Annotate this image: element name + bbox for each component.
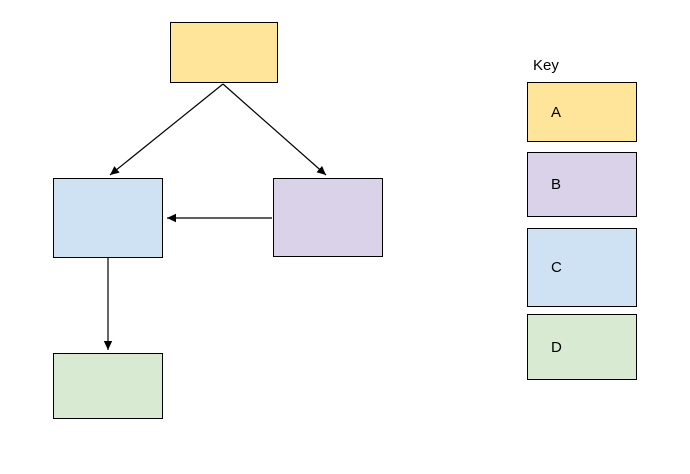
key-item-c-label: C bbox=[551, 259, 562, 276]
key-title: Key bbox=[533, 57, 559, 74]
diagram-node-d bbox=[53, 353, 163, 419]
key-item-b-label: B bbox=[551, 176, 562, 193]
diagram-node-c bbox=[53, 178, 163, 258]
key-item-a: A bbox=[527, 82, 637, 142]
key-item-a-label: A bbox=[551, 103, 562, 121]
diagram-node-a bbox=[170, 22, 278, 83]
key-item-d-label: D bbox=[551, 338, 562, 356]
edge-a-to-b bbox=[222, 83, 327, 176]
key-item-d: D bbox=[527, 314, 637, 380]
key-item-b: B bbox=[527, 152, 637, 217]
key-item-c: C bbox=[527, 228, 637, 307]
edge-a-to-c bbox=[109, 83, 224, 176]
diagram-node-b bbox=[273, 178, 383, 257]
